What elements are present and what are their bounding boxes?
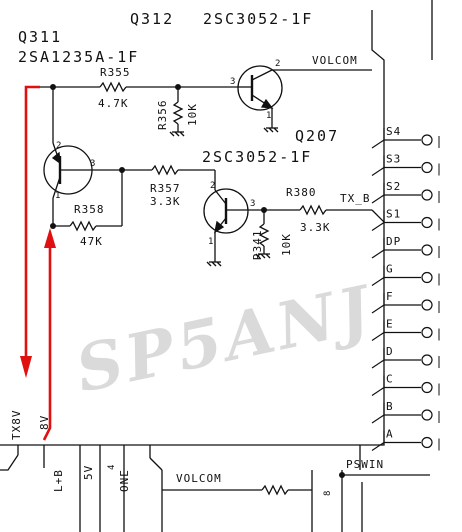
q207-pin-1: 1: [208, 237, 213, 247]
q207-pin-2: 2: [210, 181, 215, 191]
connector-pin-label: F: [386, 290, 394, 303]
connector-pin-circle: [421, 216, 433, 229]
r356-ref: R356: [156, 100, 169, 131]
connector-pin: S2: [371, 180, 440, 204]
connector-pin-label: S2: [386, 180, 401, 193]
connector-pin: A: [371, 428, 440, 451]
connector-pin-circle: [421, 299, 433, 311]
q312-ref: Q312: [130, 10, 174, 28]
connector-pin-circle: [421, 161, 433, 174]
annotation-arrows: [20, 85, 56, 441]
connector-pin: D: [371, 345, 440, 369]
r358-value: 47K: [80, 235, 103, 248]
connector-pin-circle: [421, 134, 433, 146]
r358-ref: R358: [74, 203, 105, 216]
transistor-q311: [43, 142, 94, 199]
connector-pin: B: [371, 400, 440, 424]
label-one: ONE: [118, 469, 131, 492]
board-outline: [0, 0, 433, 470]
connector-pin-circle: [421, 354, 433, 366]
r357-value: 3.3K: [150, 195, 181, 208]
q312-pin-1: 1: [266, 111, 271, 121]
connector-pin-circle: [421, 271, 433, 284]
transistor-q312: [237, 65, 283, 111]
net-tx-b: TX_B: [340, 192, 371, 205]
connector-pin-label: S3: [386, 153, 401, 166]
label-8: 8: [323, 491, 333, 496]
q311-pin-2: 2: [56, 141, 61, 151]
net-pswin: PSWIN: [346, 458, 384, 471]
label-8v: 8V: [38, 415, 51, 430]
connector-pin: E: [371, 318, 440, 341]
q312-pin-3: 3: [230, 77, 235, 87]
q311-part: 2SA1235A-1F: [18, 48, 139, 66]
connector-pin: G: [371, 263, 440, 286]
net-volcom-top: VOLCOM: [312, 54, 358, 67]
r341-value: 10K: [280, 233, 293, 256]
connector-pin-label: D: [386, 345, 394, 358]
connector-pin-circle: [421, 436, 433, 449]
junction-dots: [50, 84, 345, 478]
connector-pin: DP: [371, 235, 440, 259]
connector-pin-label: B: [386, 400, 394, 413]
r357-ref: R357: [150, 182, 181, 195]
connector-pin-circle: [421, 409, 433, 421]
r355-value: 4.7K: [98, 97, 129, 110]
connector-pin-circle: [421, 189, 433, 201]
label-5v: 5V: [82, 465, 95, 480]
connector-pin-circle: [421, 326, 433, 339]
label-4: 4: [107, 465, 117, 470]
transistor-q207: [203, 188, 250, 234]
net-volcom-bottom: VOLCOM: [176, 472, 222, 485]
r355-ref: R355: [100, 66, 131, 79]
q312-part: 2SC3052-1F: [203, 10, 313, 28]
q311-pin-1: 1: [55, 191, 60, 201]
q207-ref: Q207: [295, 127, 339, 145]
connector-pin-label: C: [386, 373, 394, 386]
r380-ref: R380: [286, 186, 317, 199]
label-tx8v: TX8V: [10, 410, 23, 441]
connector-pin-label: A: [386, 428, 394, 441]
watermark-text: SP5ANJ: [70, 272, 380, 408]
connector-pin: C: [371, 373, 440, 396]
r356-value: 10K: [186, 103, 199, 126]
q207-part: 2SC3052-1F: [202, 148, 312, 166]
connector-pin: S3: [371, 153, 440, 176]
connector-pin-label: S1: [386, 208, 401, 221]
connector-pin-circle: [421, 244, 433, 256]
r341-ref: R341: [251, 230, 264, 261]
connector-pin-label: DP: [386, 235, 401, 248]
q311-pin-3: 3: [90, 159, 95, 169]
q207-pin-3: 3: [250, 199, 255, 209]
label-lb: L+B: [52, 469, 65, 492]
r380-value: 3.3K: [300, 221, 331, 234]
connector-pin-label: S4: [386, 125, 401, 138]
connector-pin-label: G: [386, 263, 394, 276]
connector-pin-circle: [421, 381, 433, 394]
connector-pin: F: [371, 290, 440, 314]
q312-pin-2: 2: [275, 59, 280, 69]
connector-pin: S4: [371, 125, 440, 149]
connector-pin: S1: [371, 208, 440, 231]
connector-pin-label: E: [386, 318, 394, 331]
q311-ref: Q311: [18, 28, 62, 46]
